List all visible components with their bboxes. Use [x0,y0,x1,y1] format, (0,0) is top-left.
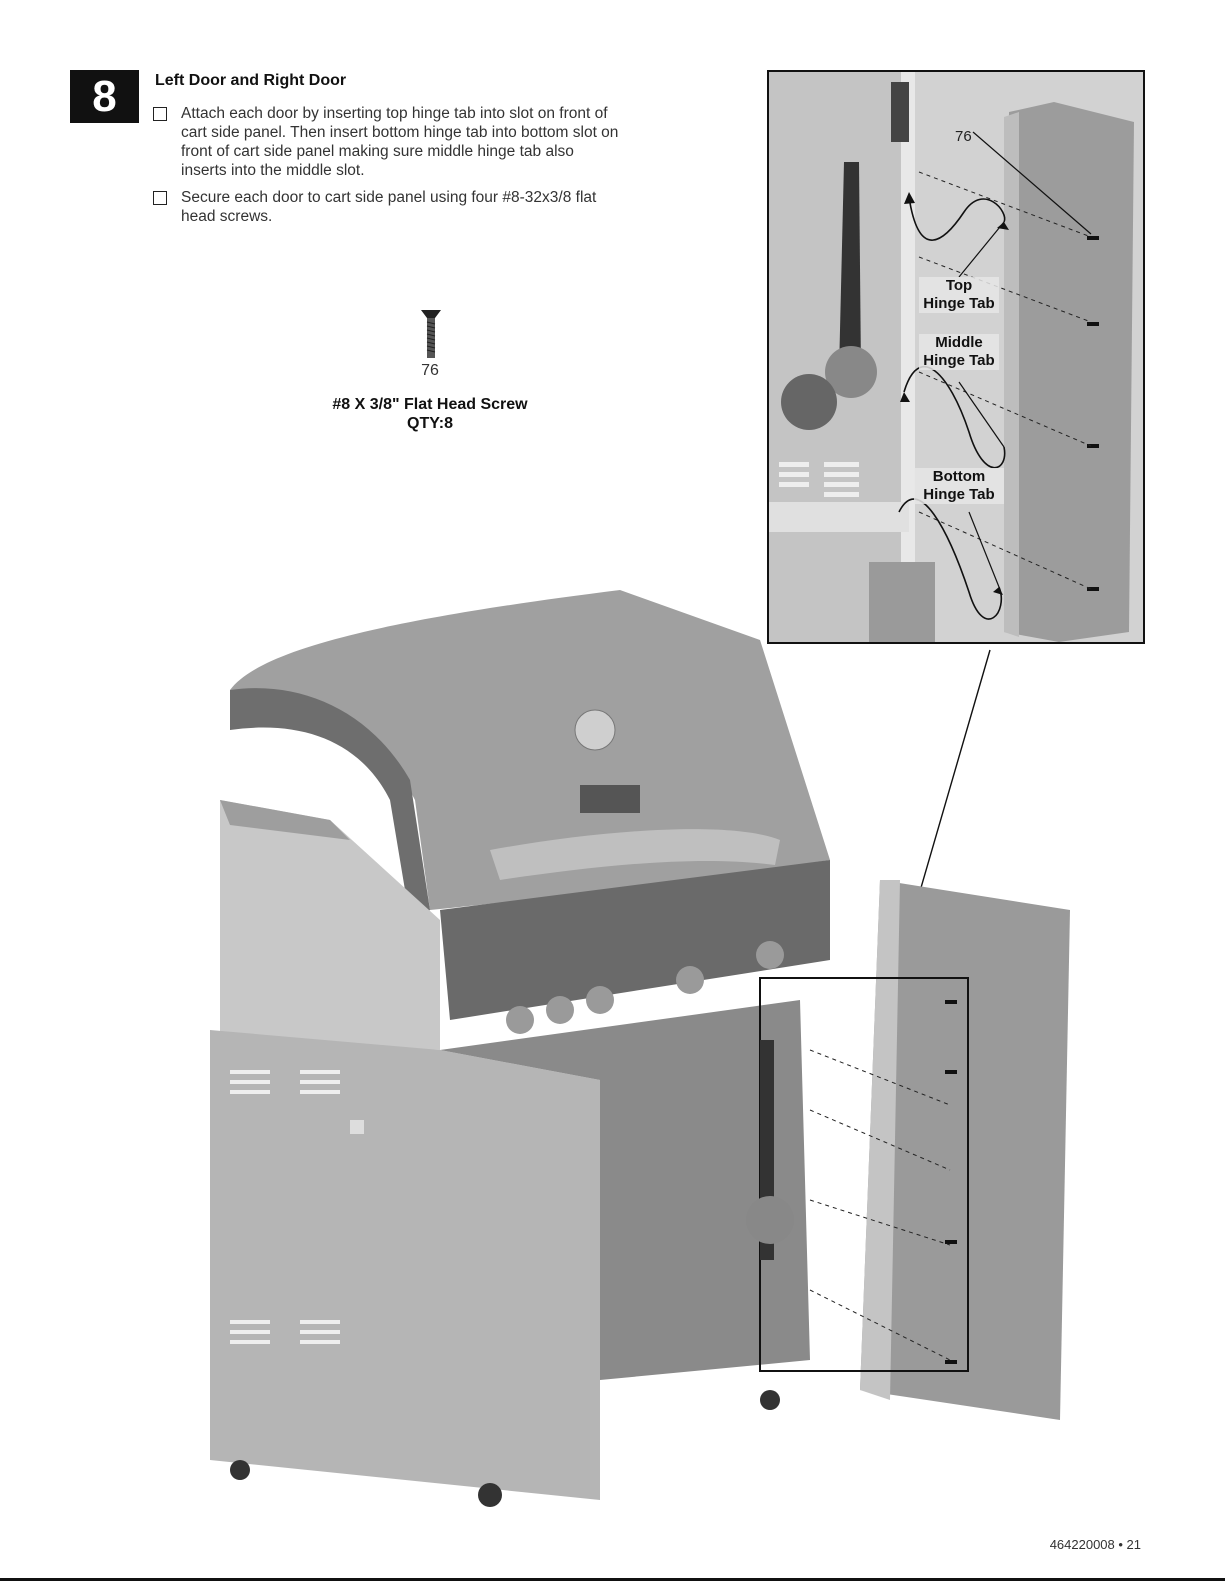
flat-head-screw-icon [421,310,441,358]
checkbox-icon[interactable] [153,107,167,121]
part-name: #8 X 3/8" Flat Head Screw [332,396,528,413]
grill-assembly-illustration [210,590,1070,1507]
instruction-item: Attach each door by inserting top hinge … [153,104,623,180]
instruction-text: Secure each door to cart side panel usin… [181,189,597,225]
instruction-list: Attach each door by inserting top hinge … [153,104,623,234]
inset-part-callout: 76 [955,128,972,145]
step-number-badge: 8 [70,70,139,123]
part-quantity: QTY:8 [407,415,453,432]
step-title: Left Door and Right Door [155,72,347,89]
part-description: #8 X 3/8" Flat Head Screw QTY:8 [300,395,560,433]
bottom-hinge-tab-label: Bottom Hinge Tab [914,468,1004,504]
instruction-text: Attach each door by inserting top hinge … [181,105,619,179]
top-hinge-tab-label: Top Hinge Tab [919,277,999,313]
middle-hinge-tab-label: Middle Hinge Tab [919,334,999,370]
hinge-detail-inset: 76 Top Hinge Tab Middle Hinge Tab Bottom… [767,70,1145,644]
part-number: 76 [421,362,439,379]
bottom-rule [0,1578,1225,1581]
page-footer: 464220008 • 21 [1049,1537,1141,1552]
checkbox-icon[interactable] [153,191,167,205]
instruction-item: Secure each door to cart side panel usin… [153,188,623,226]
